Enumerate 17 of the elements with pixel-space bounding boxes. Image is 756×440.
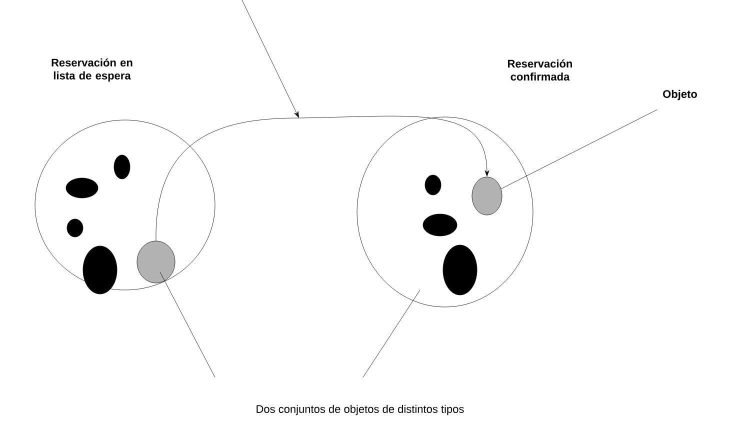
leader-line [500,109,658,190]
object-ellipse [442,244,478,296]
object-ellipse [424,174,442,196]
object-ellipse [114,154,130,180]
object-ellipse [422,214,458,236]
object-ellipse [66,218,84,238]
leader-line [160,272,216,378]
object-ellipse [66,178,98,198]
object-ellipse [472,176,502,216]
text-label: Dos conjuntos de objetos de distintos tipos [256,404,464,416]
text-label: Objeto [663,90,697,100]
set-label: Reservación confirmada [508,59,572,81]
object-ellipse [136,240,176,284]
object-ellipse [82,246,118,294]
set-label: Reservación en lista de espera [52,58,132,82]
leader-line [362,290,420,378]
curved-arrow [156,116,490,241]
